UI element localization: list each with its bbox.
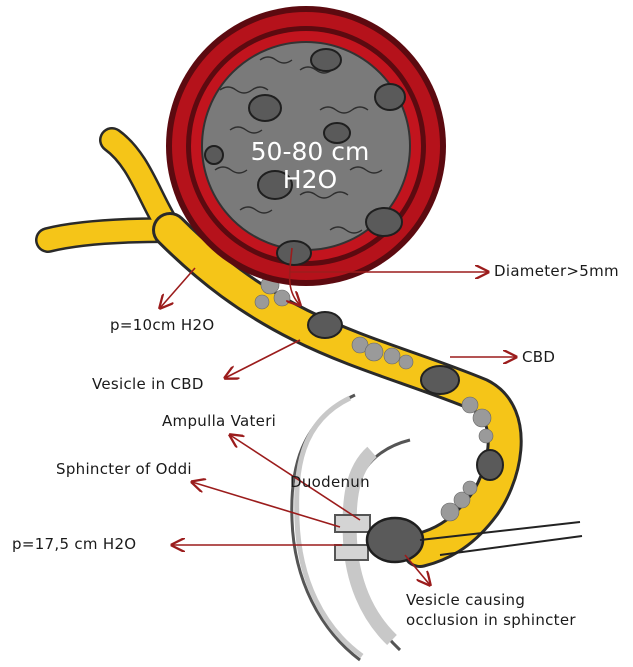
label-sphincter: Sphincter of Oddi <box>56 460 192 478</box>
label-vesicle-occlusion-line2: occlusion in sphincter <box>406 610 576 630</box>
label-diameter: Diameter>5mm <box>494 262 619 280</box>
arrow-pressure-cbd <box>160 268 195 308</box>
label-vesicle-occlusion-line1: Vesicle causing <box>406 590 576 610</box>
label-vesicle-in-cbd: Vesicle in CBD <box>92 375 204 393</box>
label-pressure-cbd: p=10cm H2O <box>110 316 214 334</box>
occluding-stone <box>367 518 423 562</box>
label-pressure-sphincter: p=17,5 cm H2O <box>12 535 136 553</box>
cyst-pressure-line2: H2O <box>240 166 380 194</box>
arrow-vesicle-cbd <box>225 340 300 378</box>
cyst-pressure-label: 50-80 cm H2O <box>240 138 380 194</box>
cyst-pressure-line1: 50-80 cm <box>240 138 380 166</box>
label-ampulla: Ampulla Vateri <box>162 412 276 430</box>
label-vesicle-occlusion: Vesicle causing occlusion in sphincter <box>406 590 576 630</box>
label-duodenum: Duodenun <box>290 473 370 491</box>
label-cbd: CBD <box>522 348 555 366</box>
